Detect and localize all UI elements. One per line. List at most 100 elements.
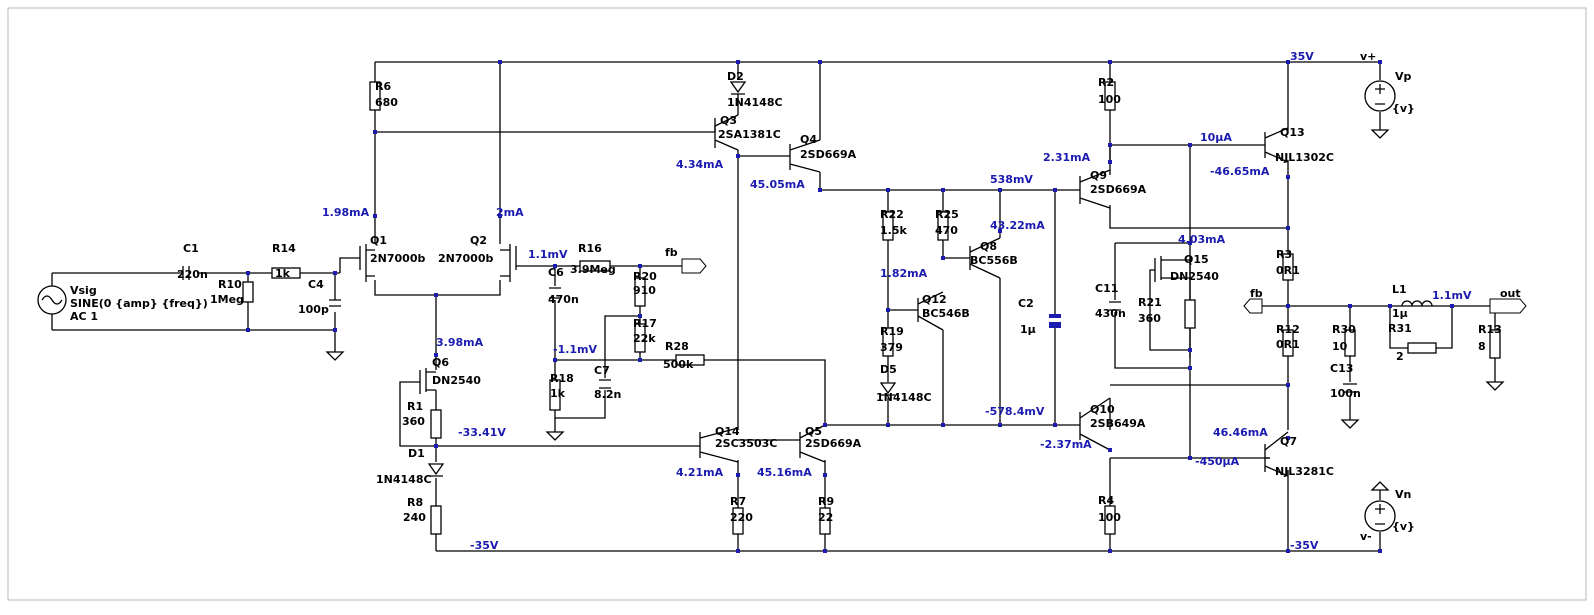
label-q10v: 2SB649A bbox=[1090, 417, 1146, 430]
label-q13: Q13 bbox=[1280, 126, 1305, 139]
label-r12v: 0R1 bbox=[1276, 338, 1300, 351]
label-r1v: 360 bbox=[402, 415, 425, 428]
canvas-border bbox=[7, 7, 1587, 601]
label-d2: D2 bbox=[727, 70, 744, 83]
op-op-q14: 4.21mA bbox=[676, 466, 724, 479]
op-op-q1: 1.98mA bbox=[322, 206, 370, 219]
label-q9v: 2SD669A bbox=[1090, 183, 1147, 196]
label-r18: R18 bbox=[550, 372, 574, 385]
label-c13v: 100n bbox=[1330, 387, 1361, 400]
label-q15: Q15 bbox=[1184, 253, 1209, 266]
op-op-q7: 46.46mA bbox=[1213, 426, 1268, 439]
op-op-q3: 4.34mA bbox=[676, 158, 724, 171]
op-op-q9: 2.31mA bbox=[1043, 151, 1091, 164]
label-r7: R7 bbox=[730, 495, 746, 508]
label-q8v: BC556B bbox=[970, 254, 1018, 267]
label-c11v: 430n bbox=[1095, 307, 1126, 320]
net-tag-tag-fb1: fb bbox=[665, 246, 678, 259]
op-op-r18: -1.1mV bbox=[553, 343, 598, 356]
op-op-out: 1.1mV bbox=[1432, 289, 1472, 302]
label-l1v: 1µ bbox=[1392, 307, 1408, 320]
label-q14: Q14 bbox=[715, 425, 740, 438]
label-r28v: 500k bbox=[663, 358, 694, 371]
label-q13v: NJL1302C bbox=[1275, 151, 1334, 164]
label-c7: C7 bbox=[594, 364, 610, 377]
label-r30: R30 bbox=[1332, 323, 1356, 336]
label-q5v: 2SD669A bbox=[805, 437, 862, 450]
label-r8v: 240 bbox=[403, 511, 426, 524]
label-r3: R3 bbox=[1276, 248, 1292, 261]
label-r14: R14 bbox=[272, 242, 296, 255]
label-vplus: v+ bbox=[1360, 50, 1376, 63]
label-d1: D1 bbox=[408, 447, 425, 460]
label-q4: Q4 bbox=[800, 133, 817, 146]
label-r2: R2 bbox=[1098, 76, 1114, 89]
label-q7: Q7 bbox=[1280, 435, 1297, 448]
label-c13: C13 bbox=[1330, 362, 1353, 375]
wires bbox=[51, 61, 1496, 552]
label-c4v: 100p bbox=[298, 303, 329, 316]
label-r6: R6 bbox=[375, 80, 391, 93]
label-r16: R16 bbox=[578, 242, 602, 255]
label-q3: Q3 bbox=[720, 114, 737, 127]
label-q1: Q1 bbox=[370, 234, 387, 247]
label-r7v: 220 bbox=[730, 511, 753, 524]
label-q1v: 2N7000b bbox=[370, 252, 425, 265]
label-r6v: 680 bbox=[375, 96, 398, 109]
op-op-vneg1: -33.41V bbox=[458, 426, 506, 439]
label-r31v: 2 bbox=[1396, 350, 1404, 363]
op-op-q13: -46.65mA bbox=[1210, 165, 1270, 178]
label-r19: R19 bbox=[880, 325, 904, 338]
label-r31: R31 bbox=[1388, 322, 1412, 335]
label-vminus: v- bbox=[1360, 530, 1372, 543]
op-op-m35v-b: -35V bbox=[1290, 539, 1319, 552]
label-vnv: {v} bbox=[1392, 520, 1415, 533]
label-vp: Vp bbox=[1395, 70, 1412, 83]
label-r12: R12 bbox=[1276, 323, 1300, 336]
label-c6v: 470n bbox=[548, 293, 579, 306]
label-r9: R9 bbox=[818, 495, 834, 508]
op-op-c6: 1.1mV bbox=[528, 248, 568, 261]
label-r28: R28 bbox=[665, 340, 689, 353]
label-q12: Q12 bbox=[922, 293, 947, 306]
op-op-q2: 2mA bbox=[496, 206, 524, 219]
label-r2v: 100 bbox=[1098, 93, 1121, 106]
label-c2v: 1µ bbox=[1020, 323, 1036, 336]
label-vsig: Vsig bbox=[70, 284, 97, 297]
label-q10: Q10 bbox=[1090, 403, 1115, 416]
label-q9: Q9 bbox=[1090, 169, 1107, 182]
label-d5v: 1N4148C bbox=[876, 391, 932, 404]
label-r25v: 470 bbox=[935, 224, 958, 237]
op-op-q4: 45.05mA bbox=[750, 178, 805, 191]
op-op-q8: 43.22mA bbox=[990, 219, 1045, 232]
label-c7v: 8.2n bbox=[594, 388, 621, 401]
label-d2v: 1N4148C bbox=[727, 96, 783, 109]
label-q8: Q8 bbox=[980, 240, 997, 253]
op-op-q15: 4.03mA bbox=[1178, 233, 1226, 246]
op-op-q7b: -450µA bbox=[1195, 455, 1240, 468]
label-vsig-ac: AC 1 bbox=[70, 310, 98, 323]
label-r20: R20 bbox=[633, 270, 657, 283]
label-r25: R25 bbox=[935, 208, 959, 221]
label-r13v: 8 bbox=[1478, 340, 1486, 353]
label-q3v: 2SA1381C bbox=[718, 128, 781, 141]
op-op-35v: 35V bbox=[1290, 50, 1314, 63]
label-q6: Q6 bbox=[432, 356, 449, 369]
label-q6v: DN2540 bbox=[432, 374, 481, 387]
label-r16v: 3.9Meg bbox=[570, 263, 616, 276]
label-c6: C6 bbox=[548, 266, 564, 279]
label-r4: R4 bbox=[1098, 494, 1114, 507]
label-q4v: 2SD669A bbox=[800, 148, 857, 161]
label-vn: Vn bbox=[1395, 488, 1411, 501]
label-r18v: 1k bbox=[550, 387, 566, 400]
label-c1: C1 bbox=[183, 242, 199, 255]
label-c1v: 220n bbox=[177, 268, 208, 281]
label-r17v: 22k bbox=[633, 332, 656, 345]
label-q15v: DN2540 bbox=[1170, 270, 1219, 283]
junctions bbox=[246, 60, 1497, 553]
label-c2: C2 bbox=[1018, 297, 1034, 310]
net-tag-shapes bbox=[681, 258, 1527, 314]
